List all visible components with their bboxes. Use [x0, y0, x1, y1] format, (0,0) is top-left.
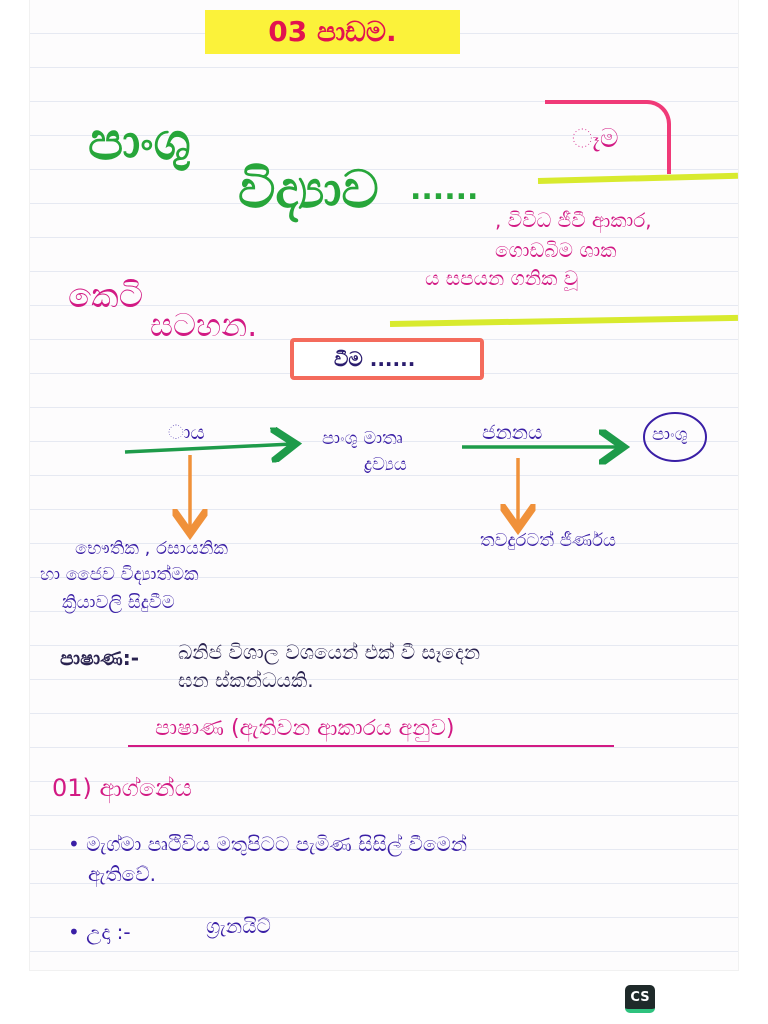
flow-middle-line1: පාංශු මාතෘ: [322, 428, 403, 449]
section-box-label: වීම ......: [334, 347, 416, 371]
aside-line3: ය සපයන ගනික වූ: [425, 266, 579, 290]
camscanner-logo: CS: [625, 985, 655, 1013]
lesson-title: 03 පාඩම.: [268, 15, 397, 48]
left-result-line2: හා ජෛව විද්‍යාත්මක: [40, 564, 199, 585]
section-box: වීම ......: [290, 338, 484, 380]
heading-line1: පාංශු: [88, 112, 191, 172]
definition-term: පාෂාණ:-: [60, 646, 139, 670]
flow-circle-node: පාංශු: [652, 424, 688, 445]
notes-title-line2: සටහන.: [150, 306, 258, 344]
flow-right-node: ජනනය: [482, 420, 543, 444]
aside-line1: , විවිධ ජීවී ආකාර,: [495, 208, 652, 232]
bullet2-term: • උදා :-: [68, 920, 131, 944]
pink-frame: [545, 100, 671, 174]
heading-dots: ......: [410, 172, 479, 207]
left-result-line3: ක්‍රියාවලි සිදුවීම: [62, 592, 175, 613]
classification-underline: [128, 745, 614, 747]
left-result-line1: භෞතික , රසායනික: [75, 538, 229, 559]
definition-line1: ඛනිජ විශාල වශයෙන් එක් වී සෑදෙන: [178, 640, 481, 664]
arrow-left-to-middle: [124, 444, 292, 452]
bullet1-line1: • මැග්මා පෘථිවිය මතුපිටට පැමිණ සිසිල් වී…: [68, 832, 468, 856]
aside-partial-word: ෑම: [572, 124, 619, 154]
aside-line2: ගොඩබිම ශාක: [495, 238, 617, 262]
bullet2-value: ග්‍රැනයිට්: [206, 914, 271, 938]
bullet1-line2: ඇතිවේ.: [88, 862, 156, 886]
definition-line2: ඝන ස්කන්ධයකි.: [178, 668, 314, 692]
classification-heading: පාෂාණ (ඇතිවන ආකාරය අනුව): [155, 716, 455, 741]
notebook-page: [30, 0, 738, 970]
right-result: තවදුරටත් ජීර්ණය: [480, 530, 616, 551]
classification-item1: 01) ආග්නේය: [52, 774, 192, 802]
flow-middle-line2: ද්‍රව්‍යය: [364, 454, 407, 475]
camscanner-logo-text: CS: [630, 989, 650, 1005]
flow-left-node: ාය: [168, 420, 205, 444]
circle-node-outline: [643, 412, 707, 462]
heading-line2: විද්‍යාව: [238, 160, 379, 220]
lesson-title-highlight: 03 පාඩම.: [205, 10, 460, 54]
notes-title-line1: කෙටි: [68, 276, 144, 316]
